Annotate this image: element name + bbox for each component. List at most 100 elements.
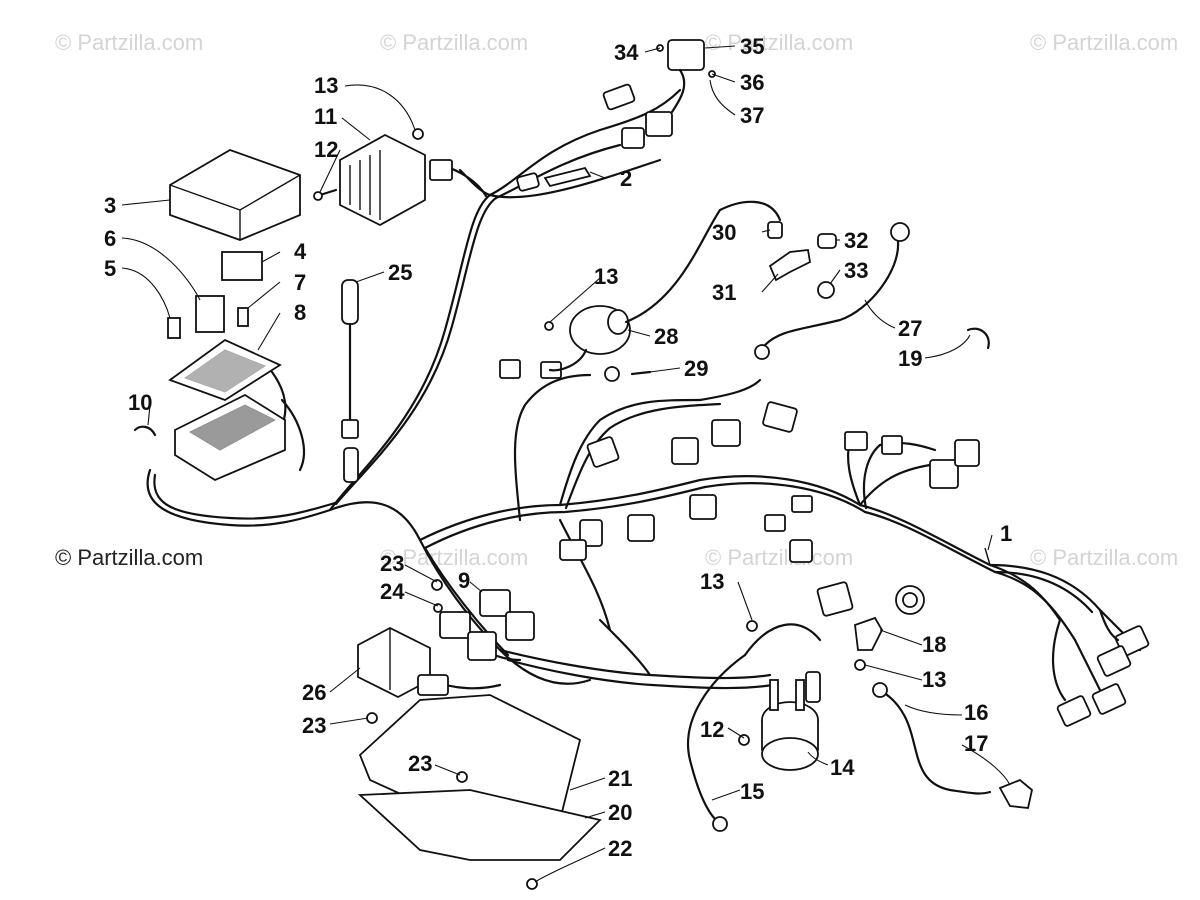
connector-right-3 [1091, 683, 1127, 715]
watermark-top-center-right: © Partzilla.com [705, 30, 853, 55]
connector-d [762, 401, 798, 433]
callout-28: 28 [654, 324, 678, 349]
part-23-screw-b [366, 712, 378, 724]
callout-12-top: 12 [314, 137, 338, 162]
connector-o [764, 514, 786, 532]
part-28-ignition-coil [548, 200, 782, 372]
part-10-fusebox-base [174, 393, 286, 482]
part-20-shield [357, 789, 602, 861]
connector-k [929, 459, 959, 489]
callout-34: 34 [614, 40, 639, 65]
callout-25: 25 [388, 260, 412, 285]
callout-32: 32 [844, 228, 868, 253]
part-14-solenoid [761, 679, 819, 771]
watermark-mid-center-right: © Partzilla.com [705, 545, 853, 570]
connector-p [791, 495, 813, 513]
part-13-nut-c [854, 659, 866, 671]
connector-i [789, 539, 813, 563]
part-33-washer [817, 281, 835, 299]
callout-8: 8 [294, 300, 306, 325]
callout-13-top: 13 [314, 73, 338, 98]
harness-connectors [499, 359, 1150, 727]
callout-13-coil: 13 [594, 264, 618, 289]
callout-11: 11 [314, 104, 337, 129]
watermark-mid-left: © Partzilla.com [55, 545, 203, 570]
callout-17: 17 [964, 731, 988, 756]
callout-22: 22 [608, 836, 632, 861]
connector-j [816, 581, 854, 617]
part-24-washer [433, 603, 443, 613]
connector-l [954, 439, 980, 467]
part-16-cable [878, 688, 992, 795]
part-15-terminal [712, 816, 728, 832]
part-23-screw-a [431, 579, 443, 591]
callout-30: 30 [712, 220, 736, 245]
callout-35: 35 [740, 34, 764, 59]
callout-3: 3 [104, 193, 116, 218]
callout-37: 37 [740, 103, 764, 128]
connector-a [586, 436, 620, 468]
watermark-mid-right: © Partzilla.com [1030, 545, 1178, 570]
watermark-top-center-left: © Partzilla.com [380, 30, 528, 55]
connector-e [689, 494, 717, 520]
part-8-circuit-board [168, 338, 282, 401]
part-4-relay [221, 251, 263, 281]
part-32-sleeve [817, 233, 837, 249]
connector-m [844, 431, 868, 451]
top-connector-c [645, 111, 673, 137]
leader-lines [121, 45, 1011, 883]
callout-29: 29 [684, 356, 708, 381]
part-19-clip [966, 327, 990, 350]
callout-21: 21 [608, 766, 632, 791]
part-1-pointer [984, 547, 991, 566]
part-7-fuse [237, 307, 249, 327]
callout-4: 4 [294, 239, 307, 264]
connector-g [579, 519, 603, 547]
callout-24: 24 [380, 579, 405, 604]
top-connector-b [621, 127, 645, 149]
callout-19: 19 [898, 346, 922, 371]
callout-12-lower: 12 [700, 717, 724, 742]
part-13-nut-coil [544, 321, 554, 331]
connector-b [671, 437, 699, 465]
callout-labels: 1 2 3 4 5 6 7 8 9 10 11 12 12 13 13 13 1… [104, 34, 1012, 861]
part-10-clip [133, 425, 157, 437]
callout-6: 6 [104, 226, 116, 251]
top-connector-a [602, 83, 636, 111]
callout-5: 5 [104, 256, 116, 281]
callout-27: 27 [898, 316, 922, 341]
part-13-nut-top [412, 128, 424, 140]
callout-23-plate: 23 [408, 751, 432, 776]
callout-36: 36 [740, 70, 764, 95]
callout-14: 14 [830, 755, 855, 780]
callout-13-right: 13 [922, 667, 946, 692]
callout-9: 9 [458, 568, 470, 593]
part-18-boot [854, 616, 884, 651]
part-2-plug [543, 166, 592, 188]
part-12-screw [318, 188, 338, 197]
solenoid-connector [805, 671, 821, 703]
callout-26: 26 [302, 680, 326, 705]
watermark-top-left: © Partzilla.com [55, 30, 203, 55]
callout-23-top: 23 [380, 551, 404, 576]
callout-2: 2 [620, 166, 632, 191]
connector-right-2 [1096, 645, 1132, 677]
part-30-boot [767, 221, 783, 239]
callout-23-left: 23 [302, 713, 326, 738]
callout-15: 15 [740, 779, 764, 804]
watermark-layer: © Partzilla.com © Partzilla.com © Partzi… [55, 30, 1178, 570]
cdi-connector [417, 674, 449, 696]
part-29-screw [630, 370, 652, 376]
callout-7: 7 [294, 270, 306, 295]
part-2-connector [516, 172, 540, 192]
connector-n [881, 435, 903, 455]
callout-33: 33 [844, 258, 868, 283]
part-12-screw-lower [738, 734, 750, 746]
callout-16: 16 [964, 700, 988, 725]
coil-ground-ring [604, 366, 620, 382]
callout-10: 10 [128, 390, 152, 415]
indicator-light-lens [902, 592, 918, 608]
part-15-cable-top [743, 623, 822, 657]
callout-20: 20 [608, 800, 632, 825]
part-17-boot [998, 778, 1033, 809]
